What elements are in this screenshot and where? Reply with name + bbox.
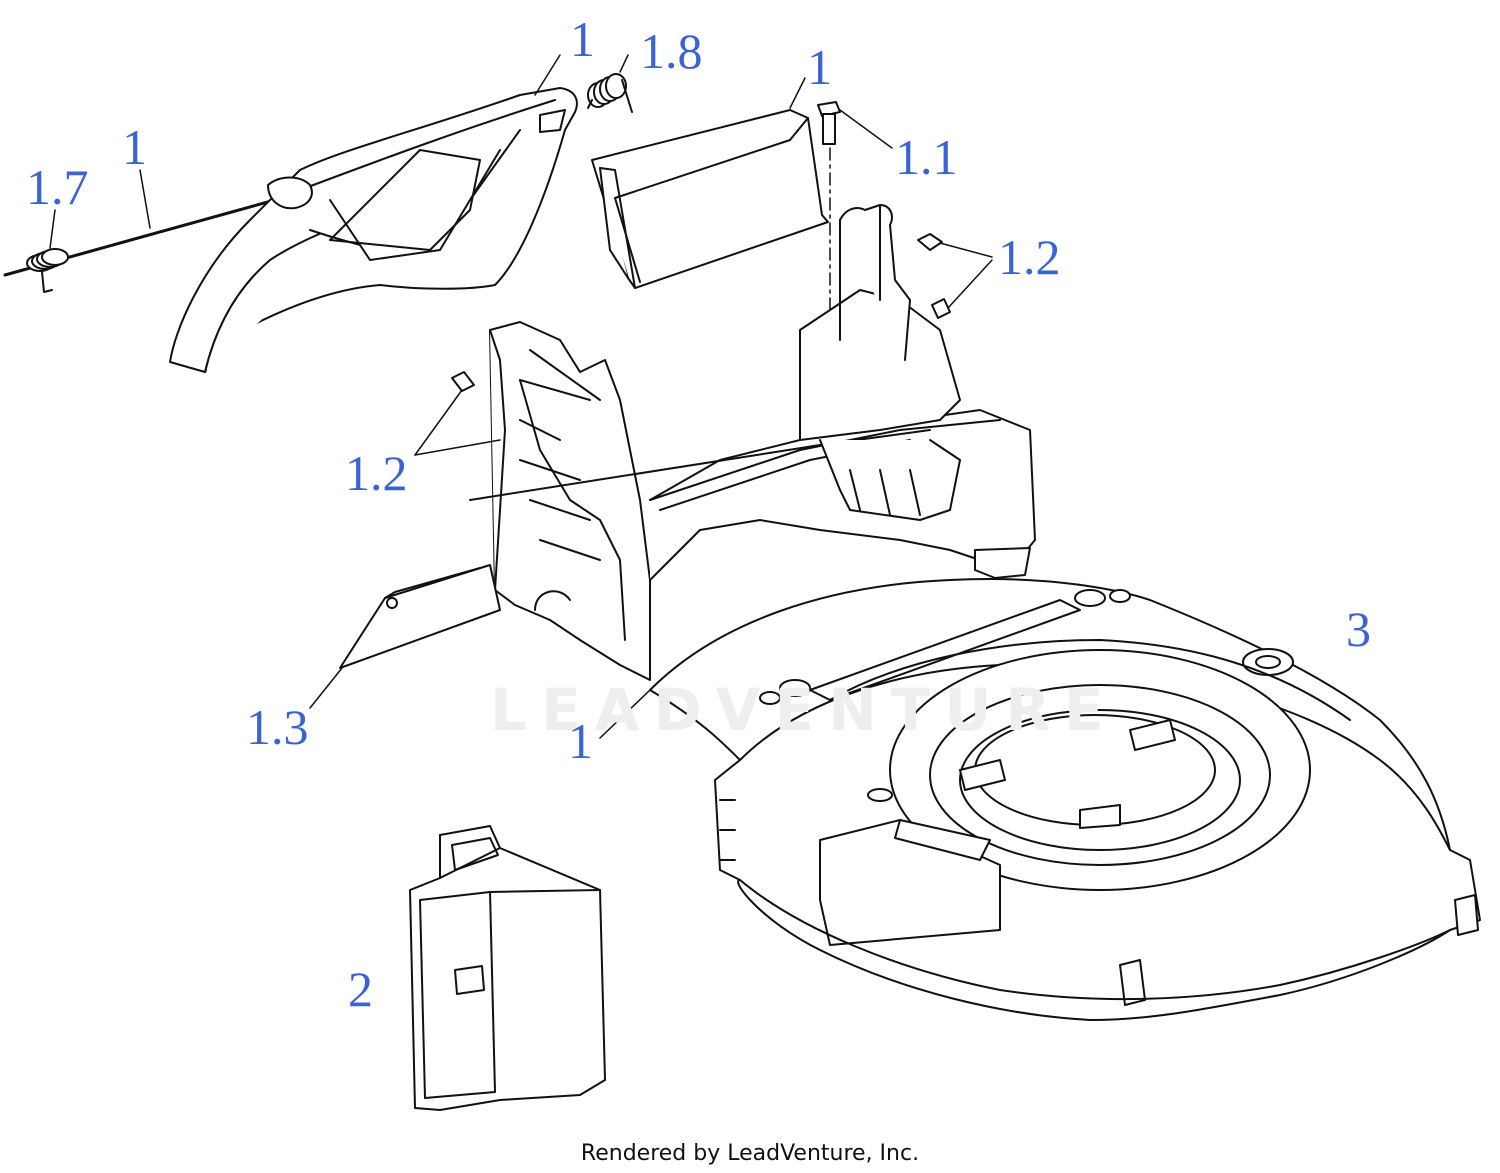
callout-1-3[interactable]: 1.3 (246, 699, 309, 755)
callout-2[interactable]: 2 (348, 961, 373, 1017)
chute-cover-handle (169, 87, 578, 373)
callout-1-1[interactable]: 1.1 (895, 129, 958, 185)
mulch-plate-1-3 (339, 564, 501, 669)
callout-1-8[interactable]: 1.8 (640, 23, 703, 79)
callout-1-rod[interactable]: 1 (122, 119, 147, 175)
callout-1-frame[interactable]: 1 (568, 713, 593, 769)
callout-3[interactable]: 3 (1346, 601, 1371, 657)
watermark-text: LEADVENTURE (490, 676, 1118, 744)
bag-insert-2 (409, 825, 606, 1111)
nut-1-2-left (451, 371, 475, 392)
nut-1-2-right-a (917, 233, 943, 251)
callout-1-2-right[interactable]: 1.2 (998, 229, 1061, 285)
mower-deck-3 (649, 578, 1481, 1021)
spring-1-8 (587, 73, 633, 113)
leader-lines (49, 54, 993, 739)
callout-1-handle[interactable]: 1 (570, 11, 595, 67)
spring-1-7 (3, 191, 302, 293)
footer-credit: Rendered by LeadVenture, Inc. (580, 1141, 920, 1166)
callout-1-chute-door[interactable]: 1 (807, 39, 832, 95)
chute-door (591, 109, 829, 289)
callout-1-7[interactable]: 1.7 (26, 159, 89, 215)
nut-1-2-right-b (931, 298, 951, 319)
callout-1-2-left[interactable]: 1.2 (345, 445, 408, 501)
rear-frame-housing (469, 204, 1036, 681)
